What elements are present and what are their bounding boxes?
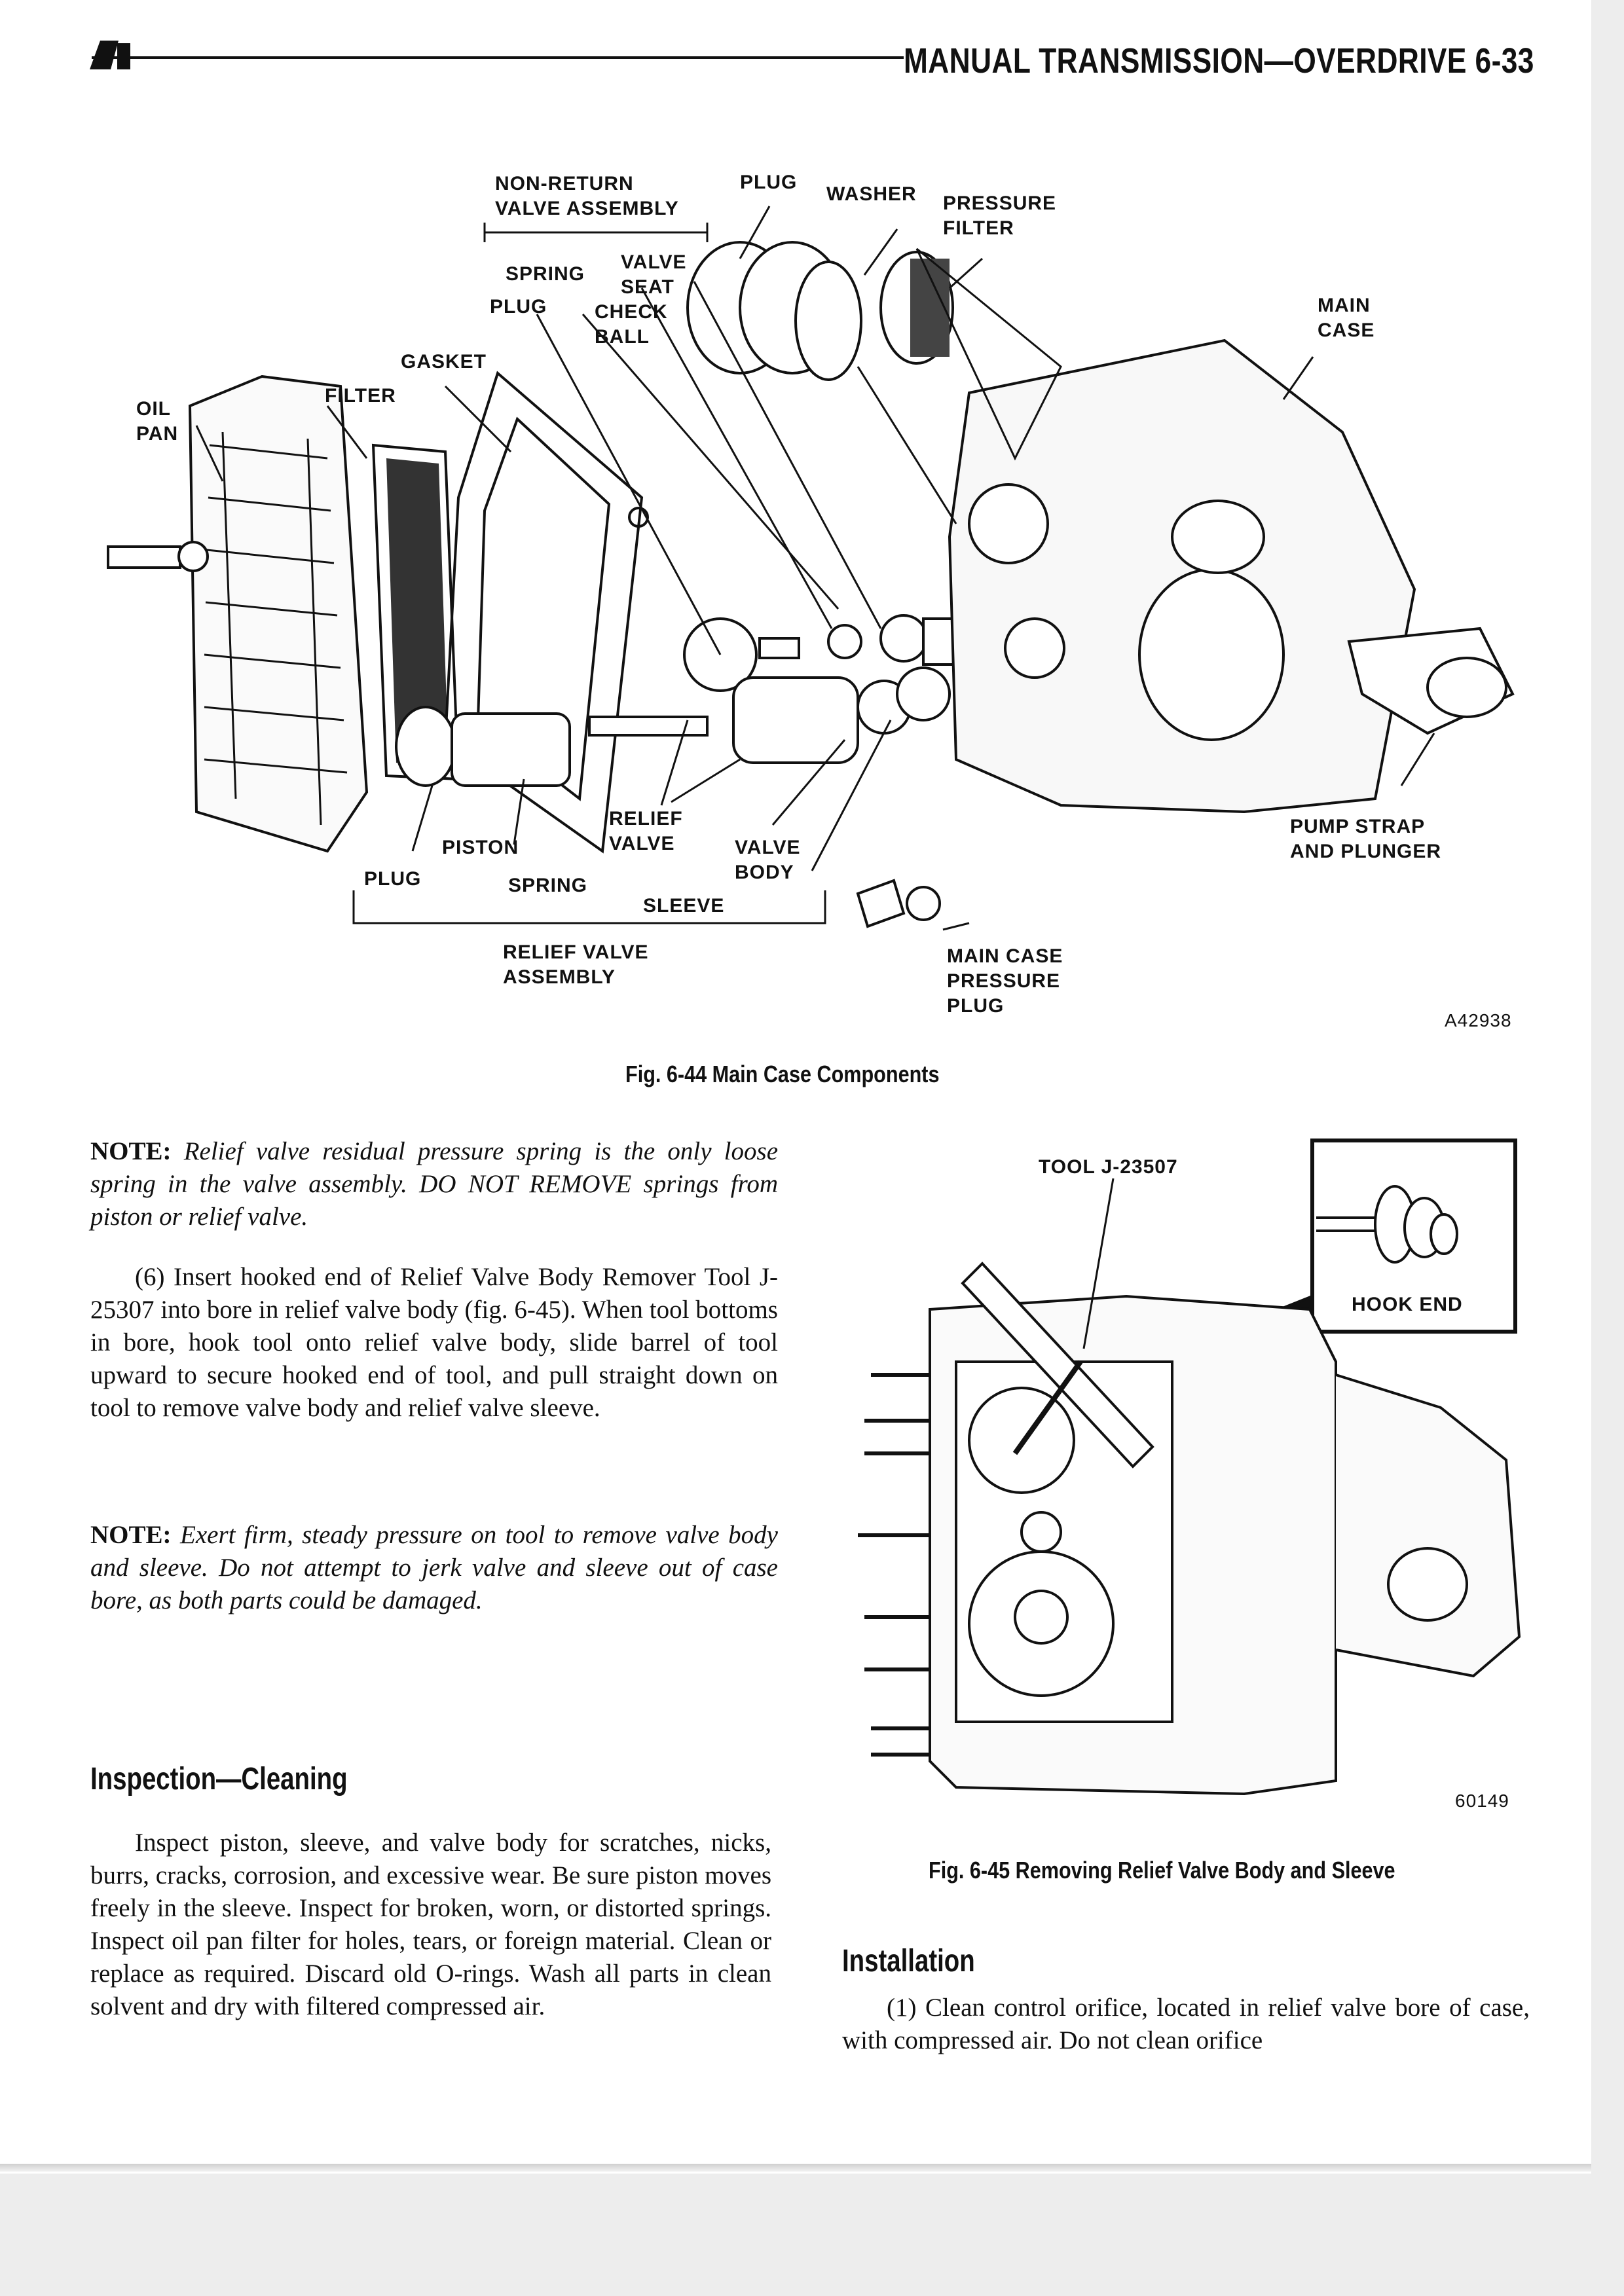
- installation-paragraph: (1) Clean control orifice, located in re…: [842, 1994, 1530, 2054]
- note-exert-firm-pressure: NOTE: Exert firm, steady pressure on too…: [90, 1519, 778, 1617]
- label-plug-mid: PLUG: [490, 296, 547, 318]
- label-gasket: GASKET: [401, 351, 487, 373]
- label-plug-top: PLUG: [740, 172, 798, 193]
- label-spring-top: SPRING: [506, 263, 585, 285]
- label-main-case-pressure-plug: MAIN CASE PRESSURE PLUG: [947, 945, 1063, 1017]
- note-text: Exert firm, steady pressure on tool to r…: [90, 1521, 778, 1614]
- inspection-paragraph: Inspect piston, sleeve, and valve body f…: [90, 1829, 771, 2020]
- label-plug-bottom: PLUG: [364, 868, 422, 890]
- label-oil-pan: OIL PAN: [136, 398, 179, 445]
- label-valve-body: VALVE BODY: [735, 837, 801, 883]
- label-pump-strap: PUMP STRAP AND PLUNGER: [1290, 816, 1442, 862]
- header-rule: [92, 56, 904, 59]
- removing-relief-valve-diagram: [858, 1139, 1521, 1796]
- figure-6-44-caption: Fig. 6-44 Main Case Components: [625, 1061, 940, 1087]
- label-filter: FILTER: [325, 385, 396, 407]
- label-spring-bottom: SPRING: [508, 875, 588, 896]
- installation-heading: Installation: [842, 1944, 975, 1978]
- note-relief-valve-spring: NOTE: Relief valve residual pressure spr…: [90, 1135, 778, 1233]
- label-check-ball: CHECK BALL: [595, 301, 668, 348]
- inspection-cleaning-heading: Inspection—Cleaning: [90, 1762, 348, 1796]
- figure-code-60149: 60149: [1455, 1791, 1509, 1811]
- figure-code-a42938: A42938: [1445, 1010, 1512, 1030]
- page-bottom-edge: [0, 2164, 1591, 2172]
- label-washer: WASHER: [826, 183, 917, 205]
- note-label: NOTE:: [90, 1137, 172, 1165]
- label-tool: TOOL J-23507: [1039, 1156, 1178, 1178]
- label-main-case: MAIN CASE: [1318, 295, 1375, 341]
- label-piston: PISTON: [442, 837, 519, 858]
- label-pressure-filter: PRESSURE FILTER: [943, 192, 1057, 239]
- label-non-return-valve-assembly: NON-RETURN VALVE ASSEMBLY: [495, 173, 679, 219]
- label-relief-valve-assembly: RELIEF VALVE ASSEMBLY: [503, 941, 649, 988]
- manual-page: MANUAL TRANSMISSION—OVERDRIVE 6-33: [0, 0, 1591, 2174]
- label-relief-valve: RELIEF VALVE: [609, 808, 683, 854]
- note-label: NOTE:: [90, 1521, 172, 1549]
- label-hook-end: HOOK END: [1352, 1294, 1463, 1315]
- main-case-components-diagram: [107, 206, 1515, 931]
- step-6-paragraph: (6) Insert hooked end of Relief Valve Bo…: [90, 1263, 778, 1422]
- note-text: Relief valve residual pressure spring is…: [90, 1137, 779, 1231]
- label-valve-seat: VALVE SEAT: [621, 251, 687, 298]
- page-title: MANUAL TRANSMISSION—OVERDRIVE 6-33: [904, 41, 1534, 81]
- label-sleeve: SLEEVE: [643, 895, 725, 917]
- figure-6-45-caption: Fig. 6-45 Removing Relief Valve Body and…: [929, 1857, 1395, 1884]
